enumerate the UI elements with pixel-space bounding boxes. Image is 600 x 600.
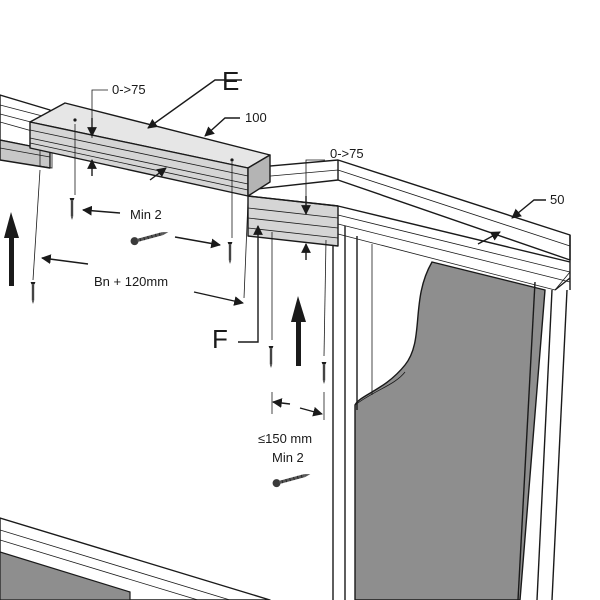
splice-plate-e (29, 102, 271, 197)
wall-panel (332, 220, 568, 600)
dim-bn-spacing (41, 254, 244, 306)
dim-e-leader (147, 79, 242, 129)
dim-width-50 (477, 199, 546, 245)
label-min2-lower: Min 2 (272, 450, 304, 465)
label-gap-top-left: 0->75 (112, 82, 146, 97)
bottom-plate (0, 517, 271, 600)
up-arrow-icon (291, 296, 306, 366)
dim-f-leader (238, 225, 263, 343)
dim-width-100 (149, 117, 240, 181)
screw-icon (130, 232, 169, 246)
label-spacing-150: ≤150 mm (258, 431, 312, 446)
screw-icon (272, 474, 311, 488)
dim-spacing-150 (271, 392, 325, 420)
screw-guides (32, 124, 327, 357)
dim-min2-upper (82, 205, 221, 249)
label-min2-upper: Min 2 (130, 207, 162, 222)
splice-plate-f (247, 195, 339, 247)
label-bn-spacing: Bn + 120mm (94, 274, 168, 289)
label-f: F (212, 324, 228, 354)
label-gap-top-right: 0->75 (330, 146, 364, 161)
dim-gap-top-left (87, 89, 108, 176)
label-width-50: 50 (550, 192, 564, 207)
label-width-100: 100 (245, 110, 267, 125)
up-arrow-icon (4, 212, 19, 286)
dim-gap-top-right (301, 159, 325, 260)
label-e: E (222, 66, 239, 96)
